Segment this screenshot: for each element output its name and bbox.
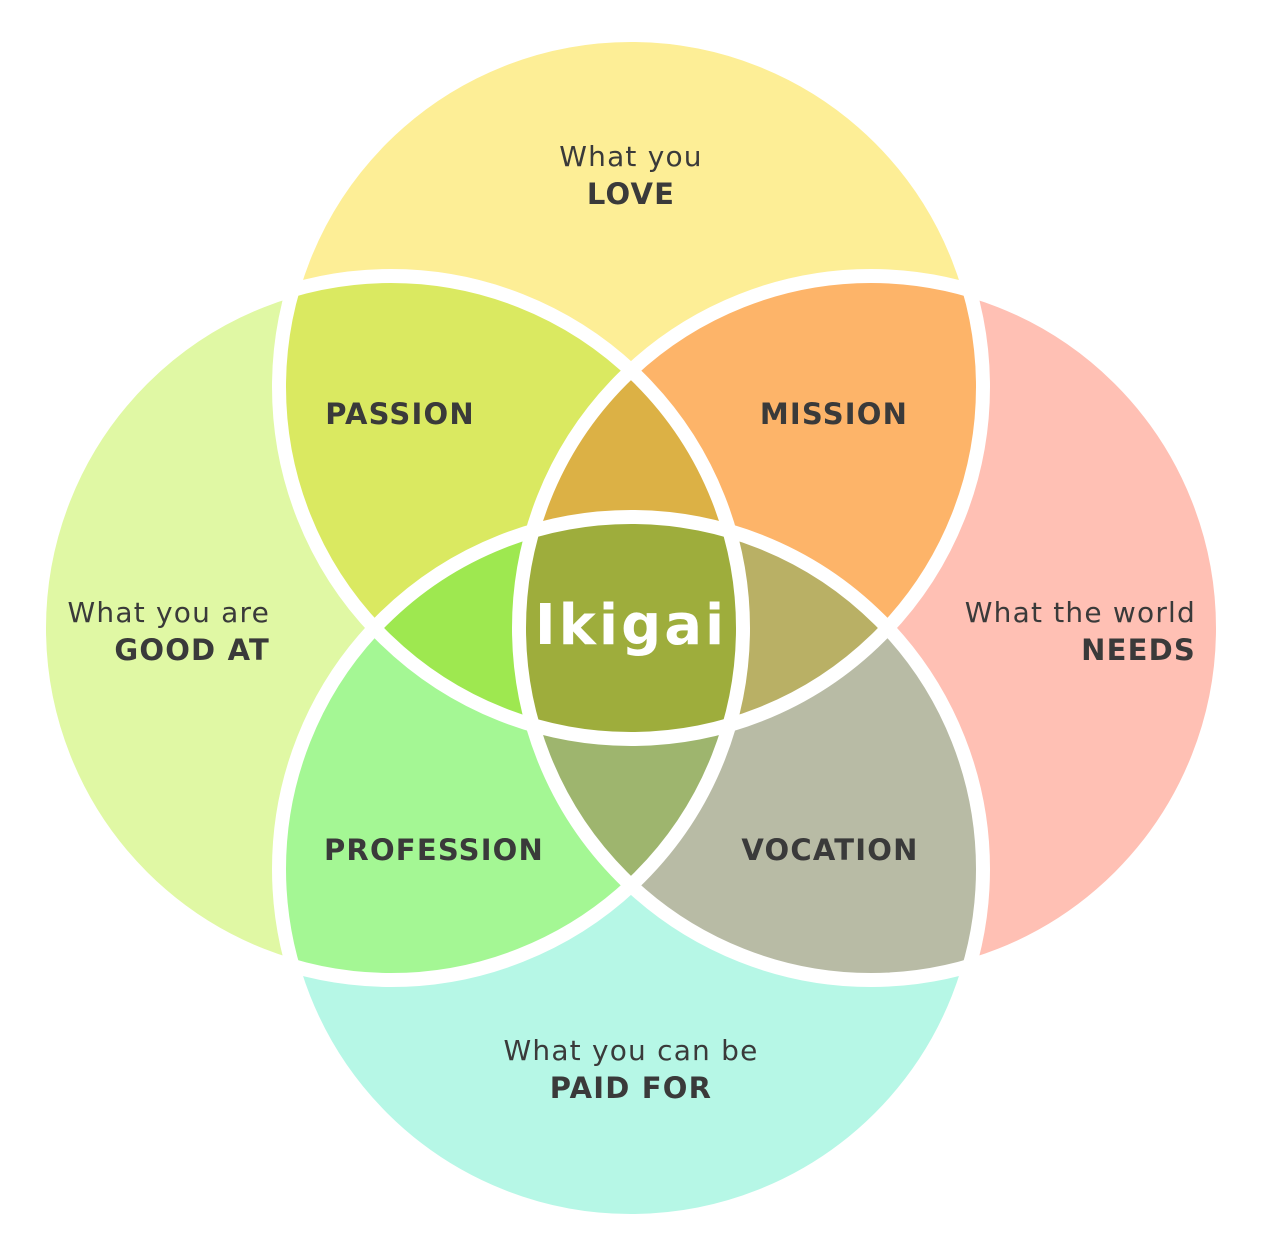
passion-label: PASSION [325, 397, 475, 431]
profession-label: PROFESSION [324, 833, 544, 867]
outline-love [272, 28, 990, 746]
overlap-love-paid-needs [519, 517, 983, 739]
love-label-line2: LOVE [587, 177, 675, 211]
vocation-label: VOCATION [741, 833, 918, 867]
needs-label-line2: NEEDS [1081, 633, 1196, 667]
ikigai-label: Ikigai [535, 593, 727, 658]
love-label-line1: What you [559, 140, 703, 173]
good-at-label-line1: What you are [68, 596, 271, 629]
outline-paid-for [272, 510, 990, 1228]
outline-good-at [32, 269, 750, 987]
paid-for-label-line1: What you can be [503, 1034, 758, 1067]
paid-for-label-line2: PAID FOR [550, 1071, 712, 1105]
outline-needs [512, 269, 1230, 987]
overlap-paid-good-needs [519, 517, 743, 980]
mission-label: MISSION [760, 397, 908, 431]
needs-label-line1: What the world [965, 596, 1196, 629]
good-at-label-line2: GOOD AT [114, 633, 270, 667]
overlap-love-good-needs [519, 276, 743, 739]
overlap-love-paid-good [279, 517, 743, 739]
